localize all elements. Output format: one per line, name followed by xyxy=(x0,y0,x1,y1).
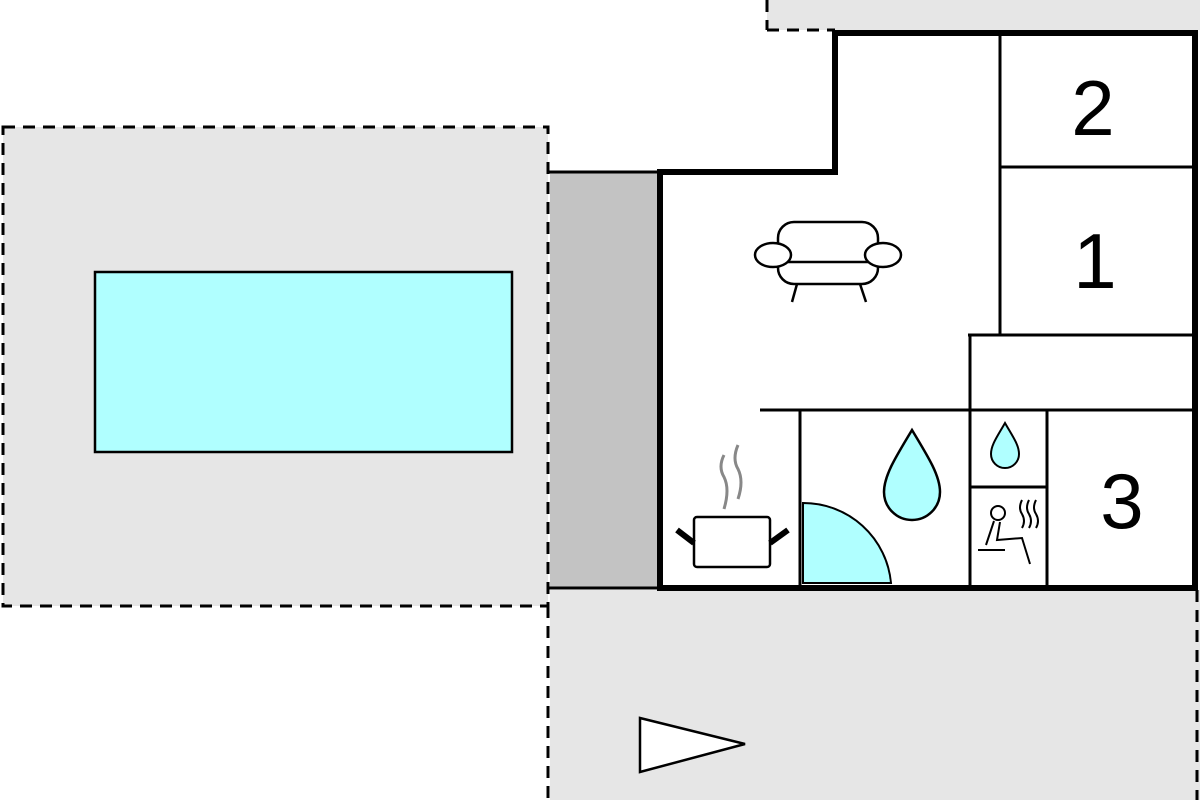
room-label-1: 1 xyxy=(1073,217,1116,305)
room-label-2: 2 xyxy=(1071,64,1114,152)
swimming-pool xyxy=(93,270,514,454)
sauna-icon xyxy=(978,499,1039,565)
sofa-icon xyxy=(753,220,903,303)
bottom-terrace xyxy=(546,590,1200,800)
room-label-3: 3 xyxy=(1100,457,1143,545)
cooking-pot-icon xyxy=(675,444,790,569)
top-terrace xyxy=(765,0,1200,32)
house-outline xyxy=(657,30,1198,591)
interior-walls xyxy=(760,33,1195,588)
entrance-arrow-icon xyxy=(638,716,746,774)
small-water-drop-icon xyxy=(989,420,1021,469)
shower-icon xyxy=(802,501,893,584)
covered-terrace xyxy=(548,170,660,590)
water-drop-icon xyxy=(882,427,942,522)
